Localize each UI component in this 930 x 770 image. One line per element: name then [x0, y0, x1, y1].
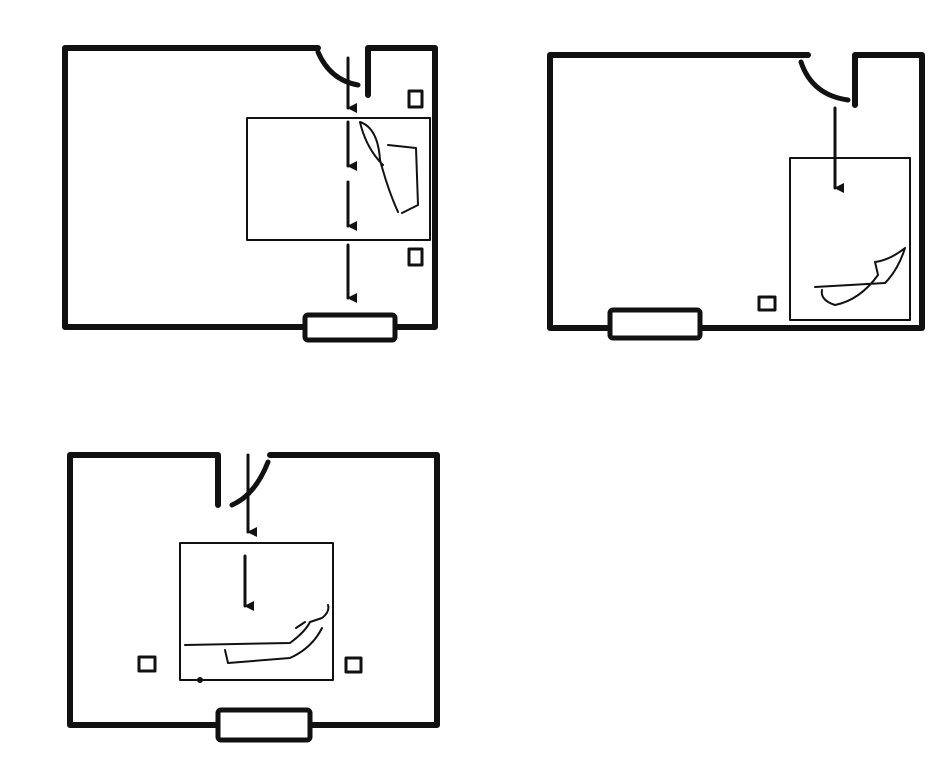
nightstand: [407, 247, 424, 267]
door-swing: [229, 459, 271, 508]
door-swing: [315, 49, 361, 88]
room-plan-2: [547, 52, 925, 341]
window: [607, 307, 703, 341]
window: [215, 707, 313, 743]
bed: [179, 542, 334, 681]
room-walls: [547, 52, 925, 331]
bed: [789, 157, 911, 321]
nightstand: [137, 655, 157, 673]
door-swing: [798, 59, 851, 103]
room-walls: [67, 452, 440, 728]
room-plan-3: [67, 452, 440, 743]
bed-blanket: [814, 247, 906, 306]
window: [302, 312, 398, 343]
nightstand: [344, 656, 363, 674]
room-walls: [62, 45, 438, 330]
bed-blanket: [184, 604, 330, 664]
nightstand: [407, 89, 424, 109]
room-plan-1: [62, 45, 438, 343]
bed-marker: [197, 677, 203, 683]
bed: [246, 117, 431, 241]
nightstand: [757, 295, 777, 312]
bed-blanket: [359, 121, 419, 214]
